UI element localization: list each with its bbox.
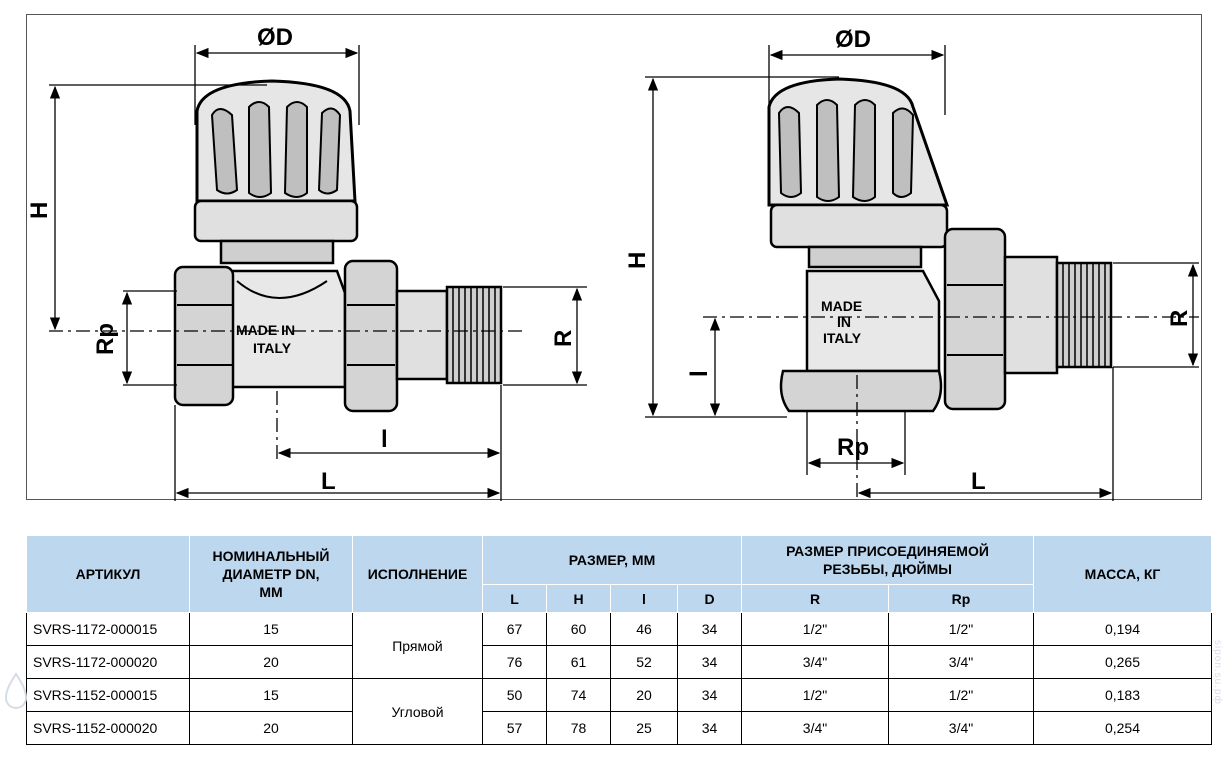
cell-mass: 0,265 <box>1033 645 1212 679</box>
label-height-right: H <box>624 252 651 269</box>
cell-article: SVRS-1172-000020 <box>26 645 190 679</box>
cell-article: SVRS-1152-000020 <box>26 711 190 745</box>
watermark-logo-icon <box>4 672 28 709</box>
straight-dimensions <box>49 45 587 501</box>
header-thread: РАЗМЕР ПРИСОЕДИНЯЕМОЙ РЕЗЬБЫ, ДЮЙМЫ <box>741 535 1034 585</box>
table-row: SVRS-1172-000015 15 Прямой 67 60 46 34 1… <box>26 612 1212 679</box>
stamp-italy: ITALY <box>253 340 292 356</box>
cell-mass: 0,183 <box>1033 678 1212 712</box>
cell-H: 60 <box>546 612 611 646</box>
stamp-in: IN <box>837 314 851 330</box>
label-rp-left: Rp <box>92 323 119 355</box>
angle-valve <box>767 77 1113 413</box>
label-diameter-left: ØD <box>257 24 293 51</box>
cell-R: 3/4" <box>741 711 889 745</box>
cell-article: SVRS-1152-000015 <box>26 678 190 712</box>
header-dn-line2: ДИАМЕТР DN, <box>222 566 320 582</box>
stamp-made-in: MADE IN <box>236 322 295 338</box>
cell-dn: 20 <box>189 645 353 679</box>
cell-Rp: 3/4" <box>888 645 1034 679</box>
cell-H: 61 <box>546 645 611 679</box>
cell-l: 25 <box>610 711 678 745</box>
label-l-inner-left: l <box>381 426 388 453</box>
header-D: D <box>677 584 742 613</box>
label-l-total-left: L <box>321 468 336 495</box>
header-dn-line1: НОМИНАЛЬНЫЙ <box>212 548 330 564</box>
header-dn-line3: ММ <box>259 584 283 600</box>
cell-L: 57 <box>482 711 547 745</box>
technical-drawing: MADE IN ITALY ØD H Rp R l L <box>26 14 1202 501</box>
label-l-inner-right: l <box>686 370 713 377</box>
header-H: H <box>546 584 611 613</box>
cell-H: 74 <box>546 678 611 712</box>
cell-L: 76 <box>482 645 547 679</box>
header-execution: ИСПОЛНЕНИЕ <box>352 535 483 613</box>
cell-R: 1/2" <box>741 678 889 712</box>
label-height-left: H <box>27 202 53 219</box>
cell-execution: Угловой <box>352 678 483 745</box>
cell-Rp: 1/2" <box>888 612 1034 646</box>
header-thread-line1: РАЗМЕР ПРИСОЕДИНЯЕМОЙ <box>786 543 989 559</box>
stamp-made: MADE <box>821 298 862 314</box>
header-article: АРТИКУЛ <box>26 535 190 613</box>
label-r-right: R <box>1166 310 1193 327</box>
cell-l: 46 <box>610 612 678 646</box>
straight-valve <box>173 79 503 413</box>
header-mass: МАССА, КГ <box>1033 535 1212 613</box>
cell-l: 20 <box>610 678 678 712</box>
cell-L: 67 <box>482 612 547 646</box>
cell-Rp: 3/4" <box>888 711 1034 745</box>
header-size: РАЗМЕР, ММ <box>482 535 742 585</box>
cell-article: SVRS-1172-000015 <box>26 612 190 646</box>
cell-dn: 15 <box>189 612 353 646</box>
stamp-italy-angle: ITALY <box>823 330 862 346</box>
cell-mass: 0,254 <box>1033 711 1212 745</box>
specification-table: АРТИКУЛ НОМИНАЛЬНЫЙ ДИАМЕТР DN, ММ ИСПОЛ… <box>26 535 1212 745</box>
cell-D: 34 <box>677 645 742 679</box>
watermark-text: sipon.su.рф <box>1212 640 1223 705</box>
cell-D: 34 <box>677 678 742 712</box>
cell-R: 3/4" <box>741 645 889 679</box>
label-l-total-right: L <box>971 468 986 495</box>
cell-D: 34 <box>677 711 742 745</box>
table-row: SVRS-1172-000020 20 76 61 52 34 3/4" 3/4… <box>26 645 1212 679</box>
table-row: SVRS-1152-000020 20 57 78 25 34 3/4" 3/4… <box>26 711 1212 745</box>
label-r-left: R <box>550 330 577 347</box>
label-rp-right: Rp <box>837 434 869 461</box>
header-L: L <box>482 584 547 613</box>
cell-execution: Прямой <box>352 612 483 679</box>
cell-dn: 15 <box>189 678 353 712</box>
cell-H: 78 <box>546 711 611 745</box>
cell-l: 52 <box>610 645 678 679</box>
label-diameter-right: ØD <box>835 26 871 53</box>
cell-mass: 0,194 <box>1033 612 1212 646</box>
header-R: R <box>741 584 889 613</box>
header-l: l <box>610 584 678 613</box>
header-Rp: Rp <box>888 584 1034 613</box>
header-dn: НОМИНАЛЬНЫЙ ДИАМЕТР DN, ММ <box>189 535 353 613</box>
header-thread-line2: РЕЗЬБЫ, ДЮЙМЫ <box>823 561 952 577</box>
cell-Rp: 1/2" <box>888 678 1034 712</box>
angle-dimensions <box>645 45 1199 501</box>
cell-R: 1/2" <box>741 612 889 646</box>
table-row: SVRS-1152-000015 15 Угловой 50 74 20 34 … <box>26 678 1212 745</box>
cell-dn: 20 <box>189 711 353 745</box>
cell-L: 50 <box>482 678 547 712</box>
cell-D: 34 <box>677 612 742 646</box>
valve-drawings-svg: MADE IN ITALY ØD H Rp R l L <box>27 24 1199 501</box>
